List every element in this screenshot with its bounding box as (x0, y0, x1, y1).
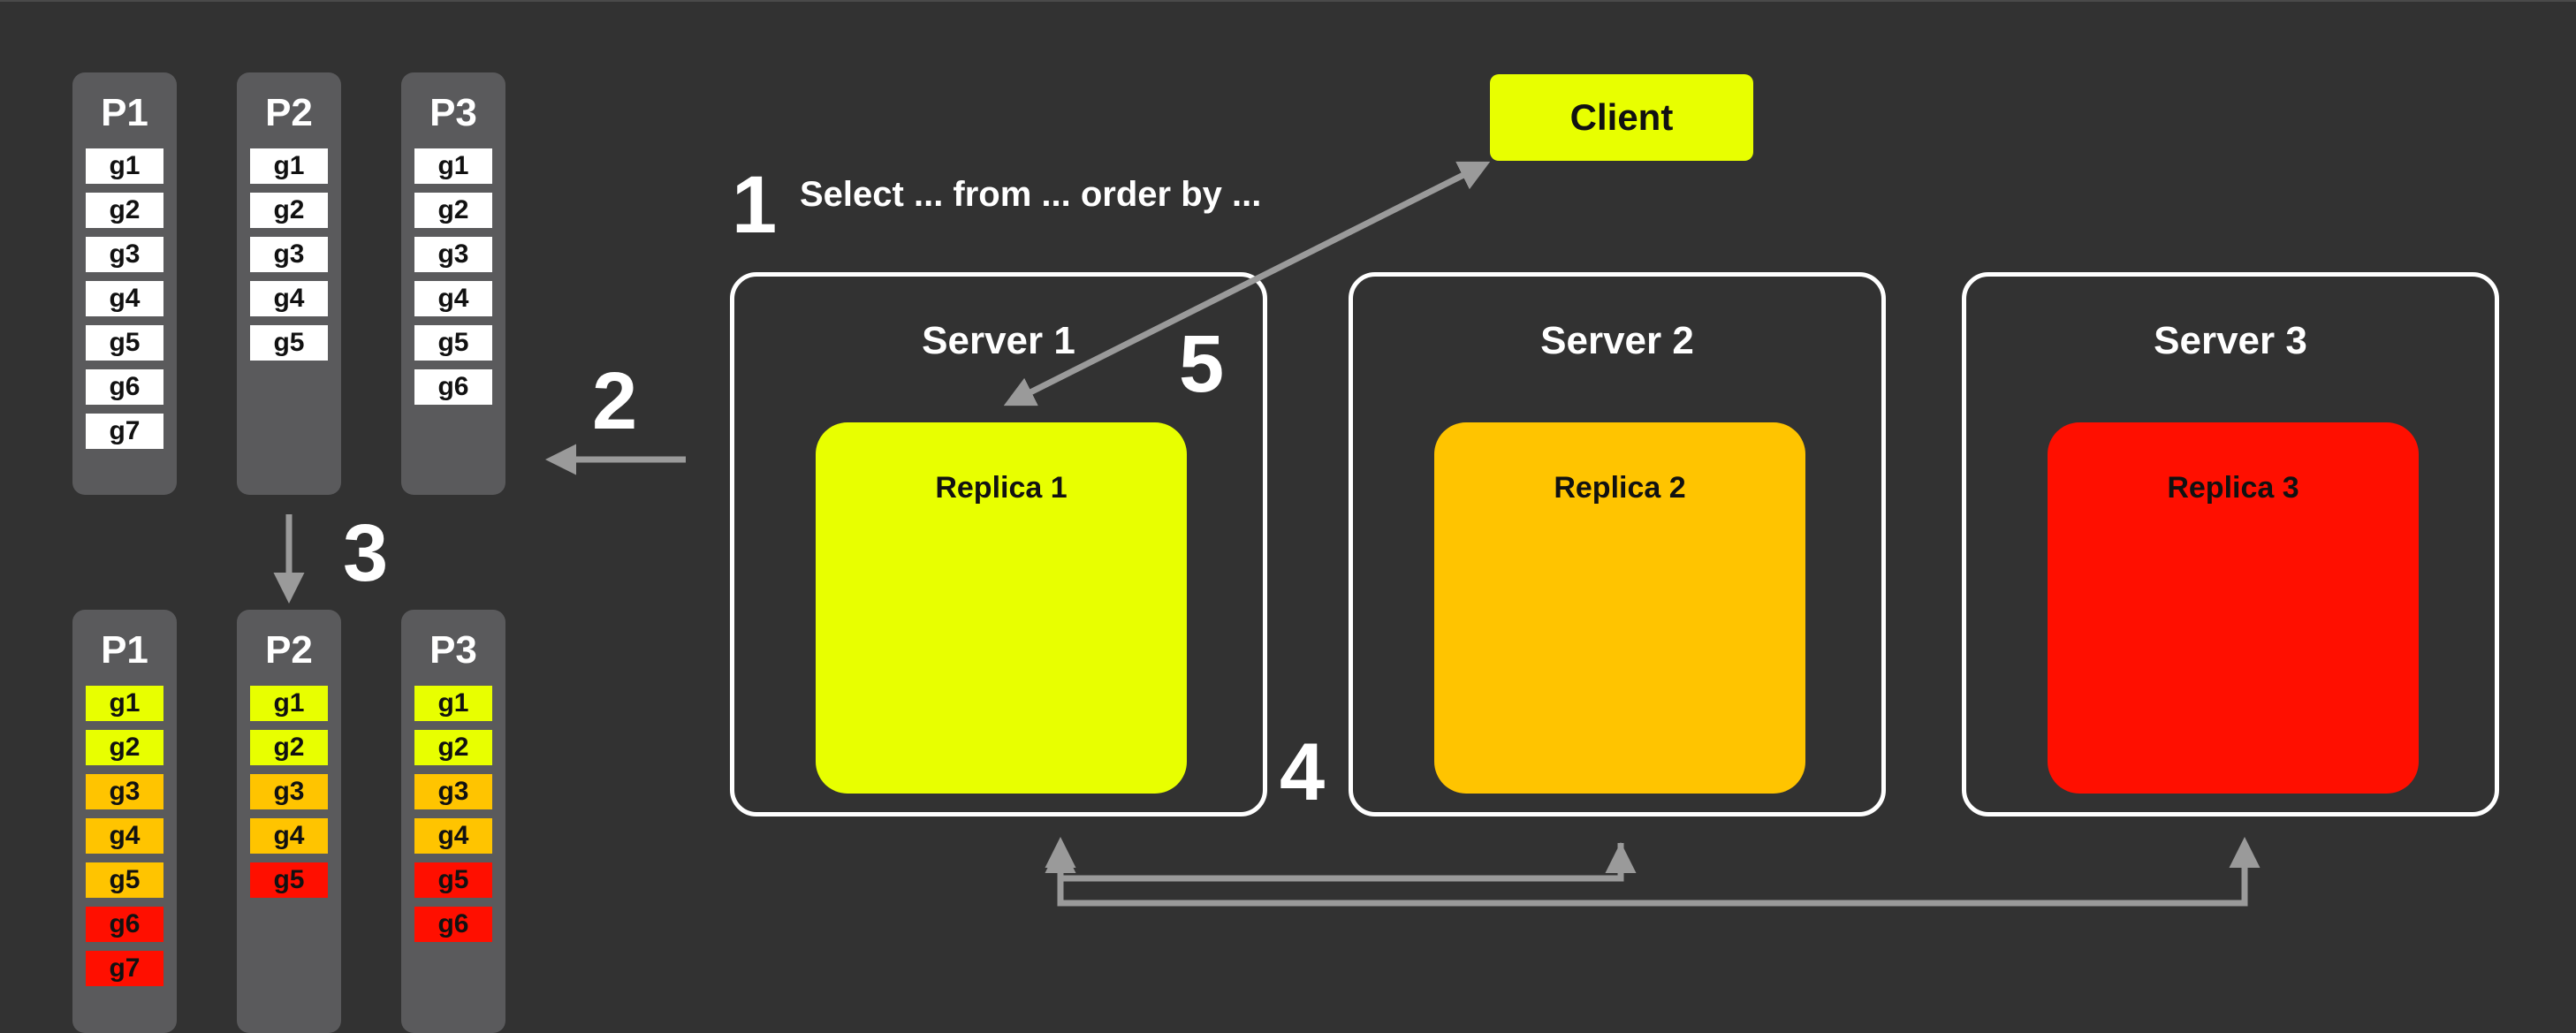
step-2-label: 2 (592, 356, 638, 446)
partition-column-before-p1: P1 g1 g2 g3 g4 g5 g6 g7 (72, 72, 177, 495)
partition-title: P1 (101, 91, 148, 134)
granule: g3 (86, 237, 163, 272)
replica-2: Replica 2 (1434, 422, 1805, 794)
granule: g2 (414, 730, 492, 765)
server-3: Server 3 Replica 3 (1962, 272, 2499, 817)
granule-list: g1 g2 g3 g4 g5 g6 g7 (86, 148, 163, 458)
granule-list: g1 g2 g3 g4 g5 (250, 148, 328, 369)
server1-server3-arrow (1045, 837, 2261, 907)
partition-title: P3 (429, 628, 477, 672)
granule: g4 (414, 281, 492, 316)
granule: g4 (86, 281, 163, 316)
server-2: Server 2 Replica 2 (1349, 272, 1886, 817)
granule: g4 (250, 818, 328, 854)
replica-label: Replica 3 (2167, 471, 2299, 505)
step-3-label: 3 (343, 508, 389, 598)
granule: g5 (86, 325, 163, 361)
replica-1: Replica 1 (816, 422, 1187, 794)
granule: g2 (250, 193, 328, 228)
granule: g1 (414, 686, 492, 721)
granule: g5 (250, 862, 328, 898)
granule: g2 (414, 193, 492, 228)
step-4-label: 4 (1280, 727, 1326, 817)
client-box: Client (1490, 74, 1753, 161)
partition-column-after-p1: P1 g1 g2 g3 g4 g5 g6 g7 (72, 610, 177, 1033)
granule-list: g1 g2 g3 g4 g5 g6 g7 (86, 686, 163, 995)
granule: g5 (86, 862, 163, 898)
granule: g2 (86, 193, 163, 228)
partition-title: P3 (429, 91, 477, 134)
server-title: Server 3 (2154, 319, 2307, 362)
granule: g5 (250, 325, 328, 361)
granule: g5 (414, 862, 492, 898)
granule-list: g1 g2 g3 g4 g5 g6 (414, 686, 492, 951)
granule: g2 (250, 730, 328, 765)
granule: g1 (86, 148, 163, 184)
step-1-label: 1 (732, 160, 778, 250)
granule-list: g1 g2 g3 g4 g5 g6 (414, 148, 492, 414)
granule: g6 (414, 369, 492, 405)
granule: g4 (250, 281, 328, 316)
granule: g3 (250, 774, 328, 809)
partition-column-after-p2: P2 g1 g2 g3 g4 g5 (237, 610, 341, 1033)
top-divider (0, 0, 2576, 2)
granule: g6 (414, 907, 492, 942)
replica-3: Replica 3 (2048, 422, 2419, 794)
granule: g3 (414, 237, 492, 272)
granule: g4 (86, 818, 163, 854)
granule: g6 (86, 369, 163, 405)
partition-title: P1 (101, 628, 148, 672)
granule: g7 (86, 414, 163, 449)
granule: g1 (250, 686, 328, 721)
server1-server2-arrow (1057, 843, 1624, 882)
granule: g1 (250, 148, 328, 184)
granule: g1 (86, 686, 163, 721)
partition-title: P2 (265, 91, 313, 134)
partition-title: P2 (265, 628, 313, 672)
partition-column-after-p3: P3 g1 g2 g3 g4 g5 g6 (401, 610, 505, 1033)
granule: g1 (414, 148, 492, 184)
granule: g5 (414, 325, 492, 361)
granule: g3 (86, 774, 163, 809)
granule-list: g1 g2 g3 g4 g5 (250, 686, 328, 907)
server-title: Server 2 (1540, 319, 1694, 362)
granule: g2 (86, 730, 163, 765)
replica-label: Replica 1 (935, 471, 1068, 505)
granule: g3 (414, 774, 492, 809)
replica-label: Replica 2 (1554, 471, 1686, 505)
granule: g4 (414, 818, 492, 854)
granule: g3 (250, 237, 328, 272)
partition-column-before-p3: P3 g1 g2 g3 g4 g5 g6 (401, 72, 505, 495)
client-server-arrow (1003, 161, 1491, 406)
partition-column-before-p2: P2 g1 g2 g3 g4 g5 (237, 72, 341, 495)
granule: g7 (86, 951, 163, 986)
granule: g6 (86, 907, 163, 942)
